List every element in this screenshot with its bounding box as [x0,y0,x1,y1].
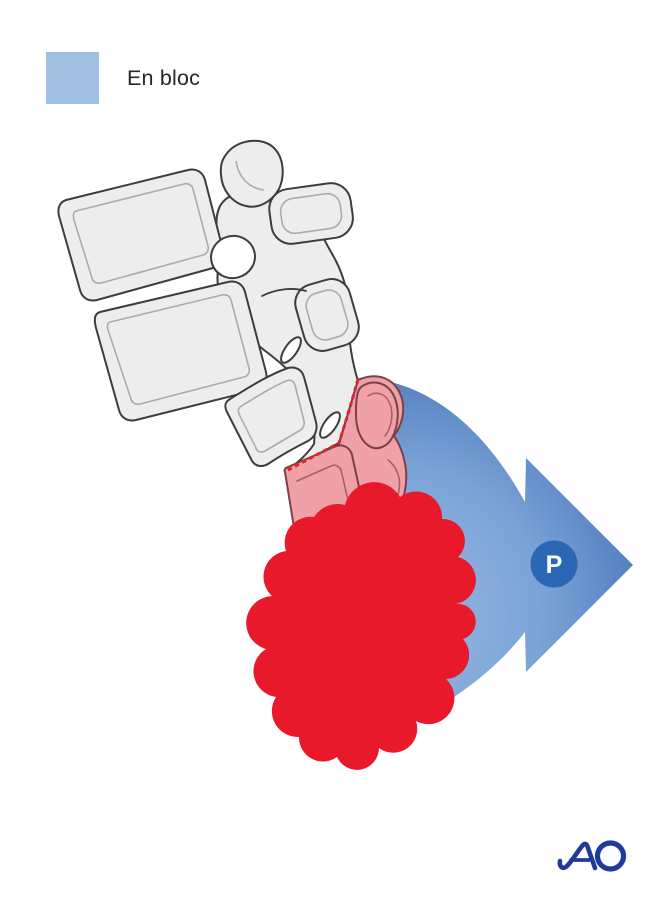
articular-process-lower [294,278,360,352]
vertebral-foramen [210,234,256,280]
vertebral-body-1 [57,168,225,302]
neural-foramen-slit-2 [319,411,341,439]
arrow-badge: P [530,540,578,588]
neural-foramen-slit-1 [280,336,302,364]
legend-swatch-color [46,52,99,104]
arrow-badge-circle [530,540,578,588]
legend-label: En bloc [127,66,201,90]
pedicle-line [261,288,307,297]
vertebral-column [57,139,360,472]
vertebral-body-1-endplate [72,182,210,285]
spinous-process [219,139,284,208]
segment-facet-line [367,392,393,437]
ao-logo [557,840,627,872]
tumor-mass [246,482,476,770]
vertebral-body-3 [224,366,318,468]
legend: En bloc [46,52,200,104]
vertebral-body-2-endplate [106,293,251,406]
articular-process-upper [268,182,354,245]
vertebral-body-3-endplate [237,379,306,453]
ao-logo-letter-o [594,840,627,872]
legend-swatch [46,52,99,104]
arrow-label: P [546,551,563,579]
ao-logo-letter-a [557,841,598,871]
spinous-process-line [235,160,265,191]
resection-cut-line [285,378,360,473]
